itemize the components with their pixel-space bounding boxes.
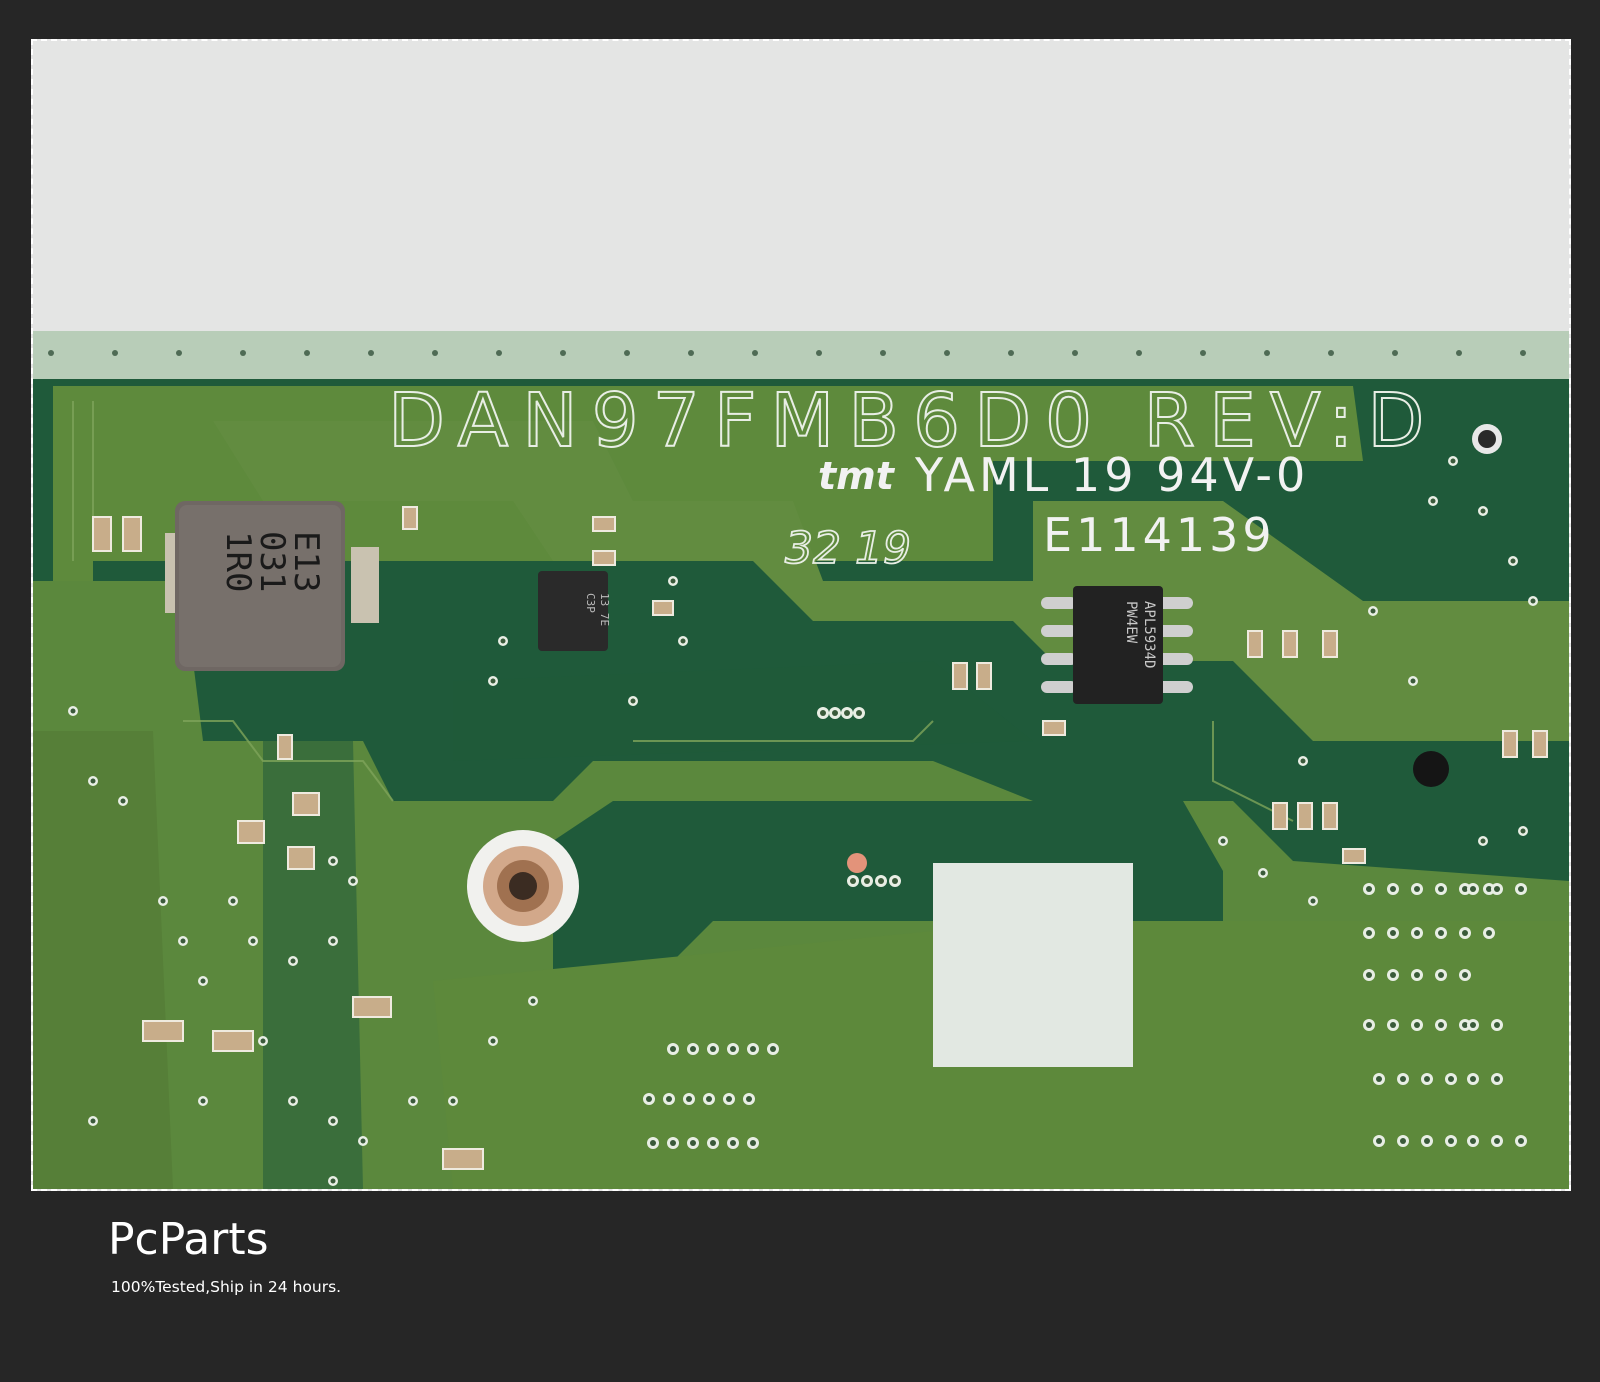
small-ic-line-1: 13 7E	[598, 593, 611, 626]
soic-ic-line-1: APL5934D	[1141, 601, 1157, 668]
product-photo: DAN97FMB6D0 REV:D tmt YAML 19 94V-0 E114…	[31, 39, 1571, 1191]
small-ic-component: 13 7E C3P	[538, 571, 611, 651]
soic-ic-component: APL5934D PW4EW	[1041, 586, 1193, 704]
silkscreen-date-code: 32 19	[785, 523, 911, 574]
mounting-hole	[467, 830, 579, 942]
silkscreen-ul-number: E114139	[1043, 508, 1276, 562]
silkscreen-logo: tmt	[818, 454, 896, 498]
soic-ic-line-2: PW4EW	[1123, 601, 1139, 644]
inductor-component: 1R0 031 E13	[165, 501, 379, 671]
small-ic-line-2: C3P	[584, 593, 597, 613]
brand-tagline: 100%Tested,Ship in 24 hours.	[111, 1278, 342, 1296]
inductor-line-3: E13	[286, 531, 326, 592]
silkscreen-flammability: YAML 19 94V-0	[914, 448, 1309, 502]
silkscreen-model: DAN97FMB6D0 REV:D	[388, 378, 1438, 464]
inductor-line-2: 031	[252, 531, 292, 592]
motherboard-closeup: DAN97FMB6D0 REV:D tmt YAML 19 94V-0 E114…	[33, 41, 1569, 1189]
inductor-line-1: 1R0	[218, 531, 258, 592]
brand-name: PcParts	[108, 1214, 269, 1265]
thermal-pad	[933, 863, 1133, 1067]
